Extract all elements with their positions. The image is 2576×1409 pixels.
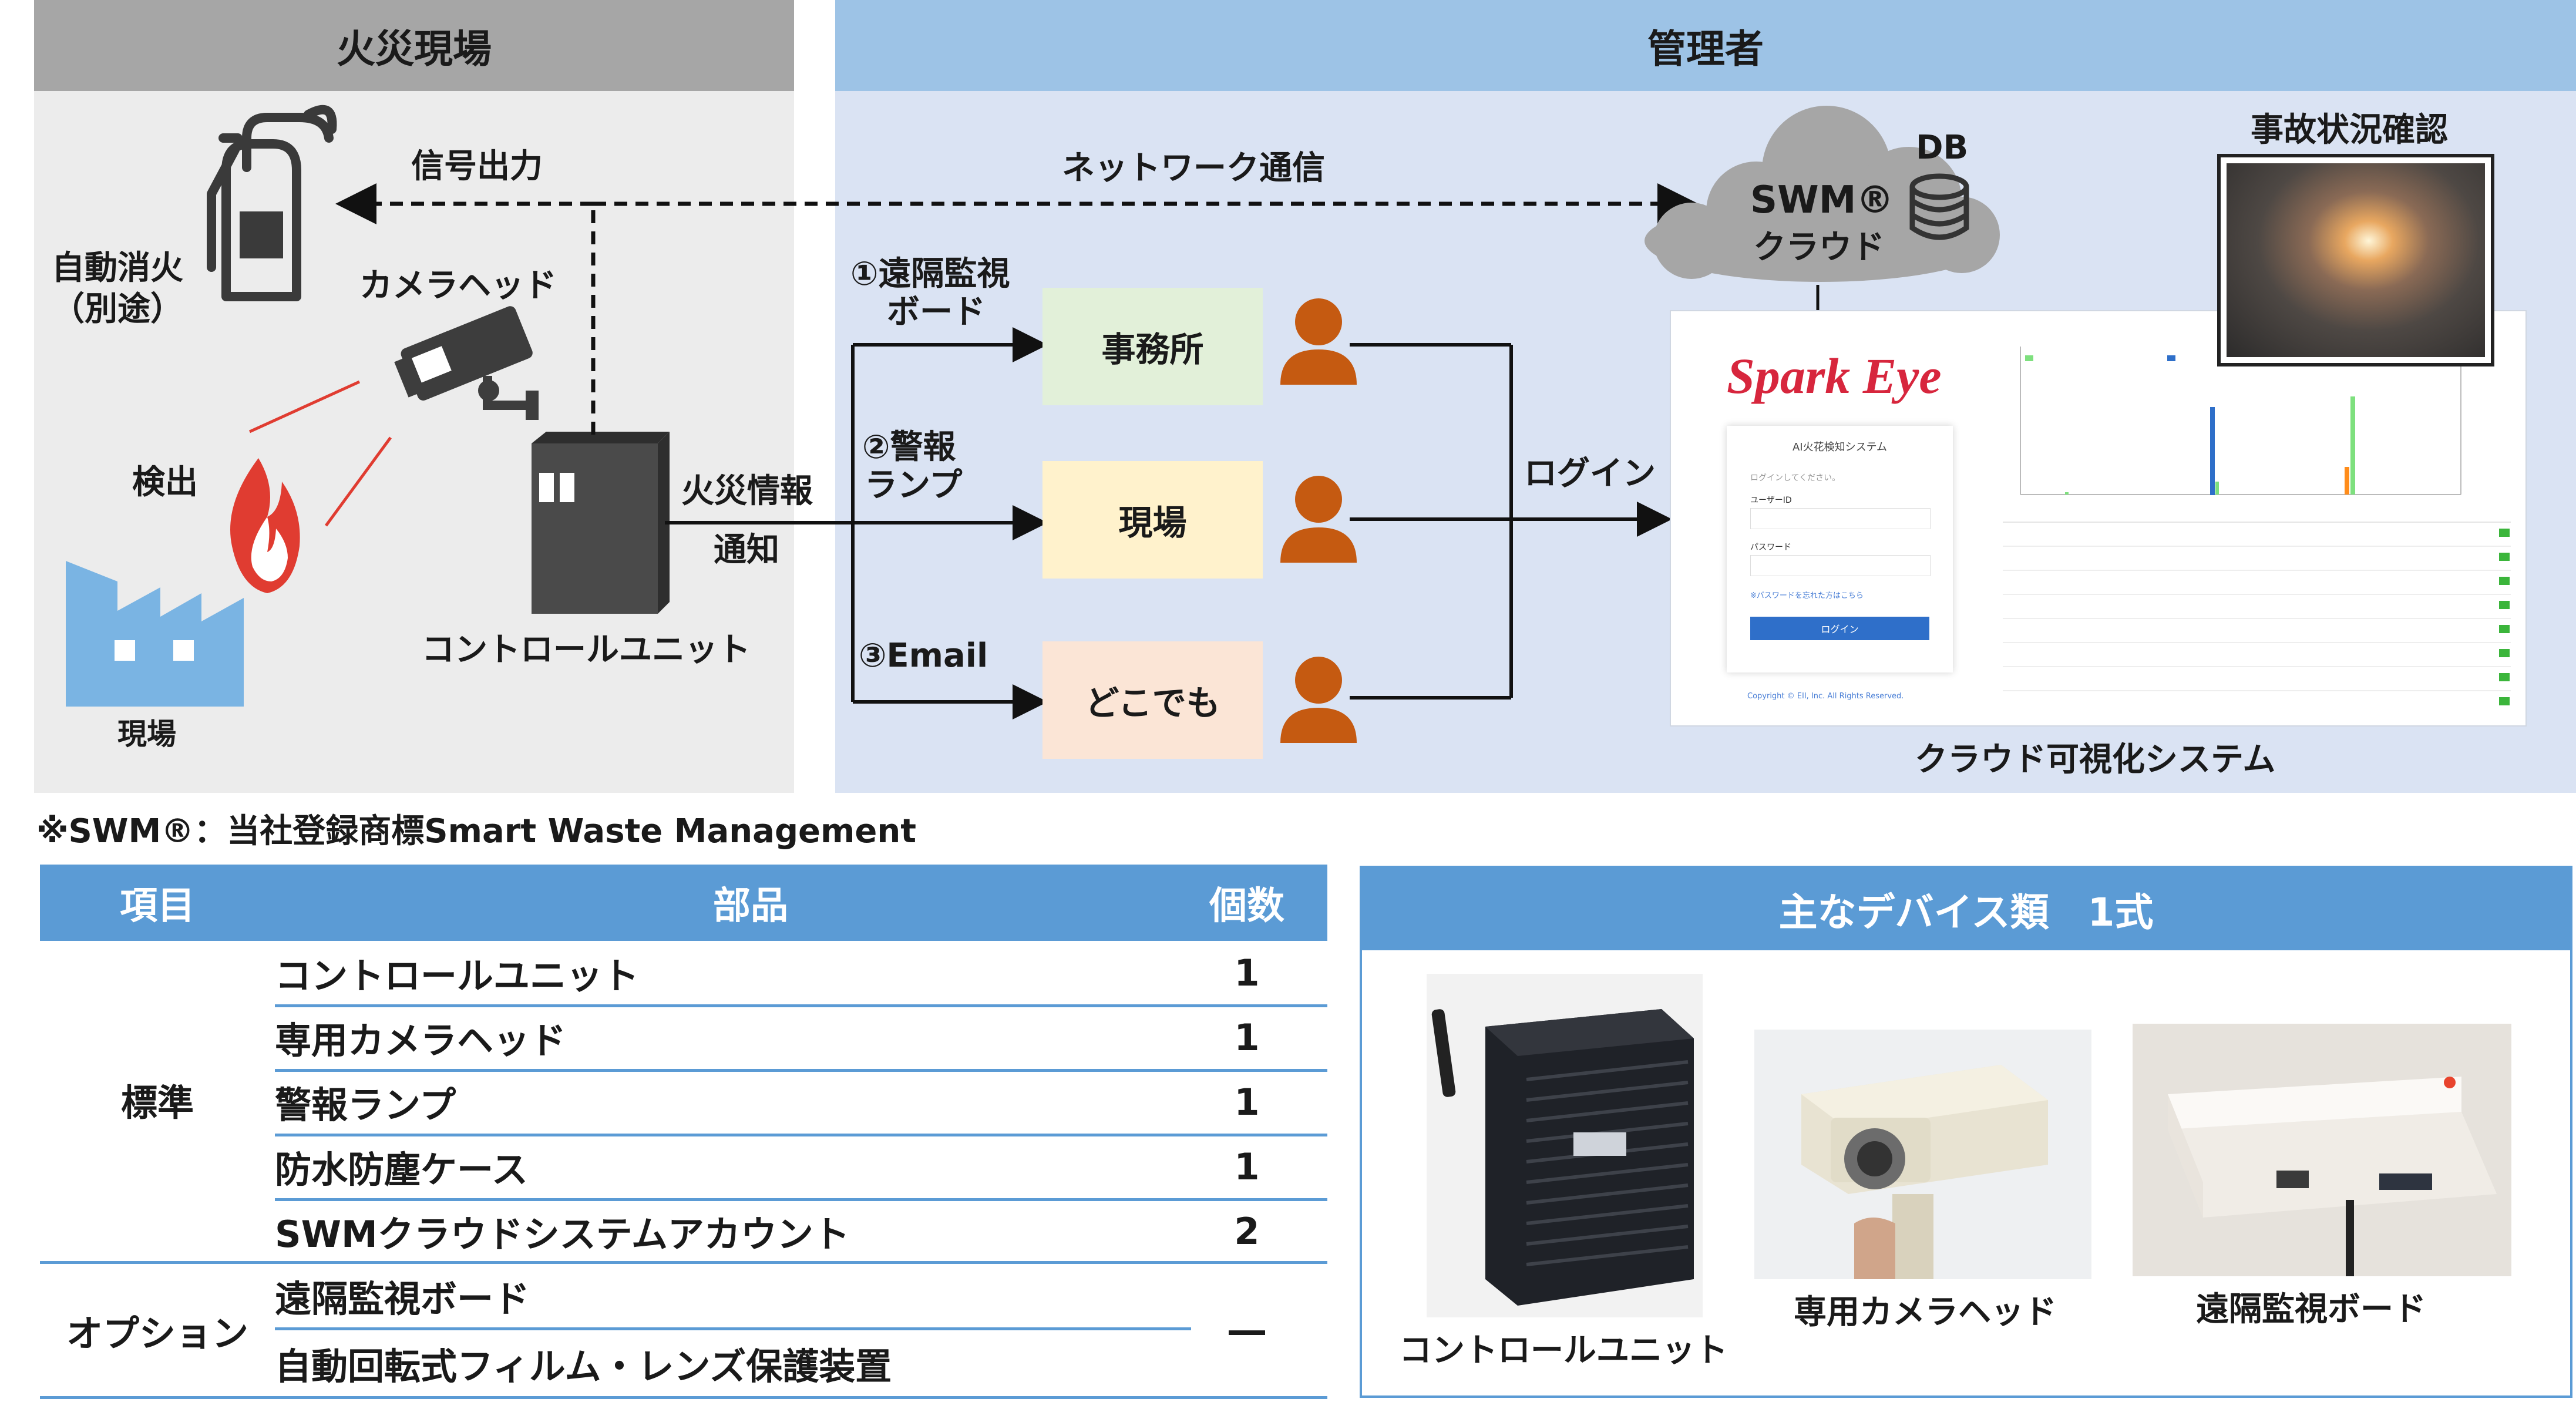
swm-label-2: クラウド <box>1753 228 1885 267</box>
flow-diagram <box>66 105 2483 743</box>
copyright-text: Copyright © EII, Inc. All Rights Reserve… <box>1747 692 1904 701</box>
camera-head-icon <box>394 306 539 420</box>
password-input[interactable] <box>1750 555 1931 576</box>
login-title: AI火花検知システム <box>1792 441 1888 453</box>
part-name: 警報ランプ <box>275 1084 456 1126</box>
login-hint: ログインしてください。 <box>1750 473 1841 483</box>
devices-title: 主なデバイス類 1式 <box>1362 868 2570 950</box>
header-category: 項目 <box>120 885 195 928</box>
password-label: パスワード <box>1750 543 1791 552</box>
extinguisher-label-2: （別途） <box>52 290 183 328</box>
factory-icon <box>66 561 244 707</box>
route2-label-2: ランプ <box>865 466 963 505</box>
mini-table <box>2003 522 2511 715</box>
detect-label: 検出 <box>132 463 198 502</box>
forgot-password-link[interactable]: ※パスワードを忘れた方はこちら <box>1750 591 1864 600</box>
fire-info-label-1: 火災情報 <box>681 472 813 510</box>
footnote: ※SWM®：当社登録商標Smart Waste Management <box>36 812 916 850</box>
header-part: 部品 <box>713 885 788 928</box>
category-standard: 標準 <box>120 1081 194 1124</box>
fire-icon <box>230 458 300 593</box>
control-unit-icon <box>532 432 670 614</box>
table-header <box>40 865 1327 941</box>
extinguisher-label-icon <box>240 211 283 258</box>
person-icon <box>1280 476 1357 563</box>
route1-label-2: ボード <box>887 293 986 331</box>
admin-header: 管理者 <box>835 0 2576 91</box>
part-name: SWMクラウドシステムアカウント <box>275 1213 850 1256</box>
route3-label: ③Email <box>859 637 988 675</box>
login-card: AI火花検知システム ログインしてください。 ユーザーID パスワード ※パスワ… <box>1727 426 1953 672</box>
database-icon <box>1909 173 1969 240</box>
part-name: 専用カメラヘッド <box>275 1019 567 1062</box>
devices-panel: 主なデバイス類 1式 <box>1360 866 2572 1398</box>
part-qty: 1 <box>1234 951 1260 994</box>
device-label-camera-head: 専用カメラヘッド <box>1794 1293 2057 1331</box>
part-qty: 1 <box>1234 1145 1260 1188</box>
person-icon <box>1280 298 1357 385</box>
camera-head-photo <box>1754 1030 2091 1279</box>
detect-line <box>248 380 361 433</box>
spark-eye-logo: Spark Eye <box>1727 348 1942 404</box>
extinguisher-icon <box>207 105 337 301</box>
part-name: コントロールユニット <box>275 954 640 997</box>
control-unit-photo <box>1427 974 1703 1317</box>
part-qty: 1 <box>1234 1080 1260 1124</box>
option-qty: ― <box>1229 1309 1265 1351</box>
fire-info-label-2: 通知 <box>714 531 779 569</box>
part-name: 防水防塵ケース <box>275 1148 528 1191</box>
extinguisher-label-1: 自動消火 <box>52 249 183 287</box>
camera-head-label: カメラヘッド <box>359 267 557 305</box>
table-bottom <box>40 1396 1327 1399</box>
cloud-icon <box>1645 106 2000 282</box>
user-id-label: ユーザーID <box>1750 496 1792 505</box>
part-name: 自動回転式フィルム・レンズ保護装置 <box>275 1345 892 1388</box>
part-name: 遠隔監視ボード <box>275 1277 530 1320</box>
cloud-system-label: クラウド可視化システム <box>1915 741 2276 779</box>
accident-image <box>2217 154 2494 366</box>
device-label-control-unit: コントロールユニット <box>1399 1331 1728 1370</box>
header-qty: 個数 <box>1209 885 1284 928</box>
detect-line <box>324 436 392 527</box>
accident-label: 事故状況確認 <box>2251 111 2448 149</box>
site-label: 現場 <box>117 717 176 751</box>
category-option: オプション <box>66 1312 248 1355</box>
network-label: ネットワーク通信 <box>1062 149 1325 187</box>
group-divider <box>40 1261 1327 1264</box>
site-box: 現場 <box>1042 461 1263 579</box>
cloud-system-screenshot: Spark Eye AI火花検知システム ログインしてください。 ユーザーID … <box>1671 311 2525 725</box>
route2-label-1: ②警報 <box>862 428 956 466</box>
db-label: DB <box>1916 129 1969 167</box>
part-qty: 1 <box>1234 1015 1260 1059</box>
swm-label-1: SWM® <box>1750 179 1894 222</box>
part-qty: 2 <box>1234 1209 1260 1253</box>
anywhere-box: どこでも <box>1042 641 1263 759</box>
device-label-remote-board: 遠隔監視ボード <box>2196 1290 2426 1329</box>
person-icon <box>1280 657 1357 743</box>
remote-board-photo <box>2133 1024 2511 1276</box>
office-box: 事務所 <box>1042 288 1263 405</box>
login-label: ログイン <box>1524 455 1656 493</box>
route1-label-1: ①遠隔監視 <box>850 255 1010 293</box>
control-unit-label: コントロールユニット <box>422 631 751 669</box>
parts-table: 項目 部品 個数 標準 コントロールユニット 1 専用カメラヘッド 1 警報ラン… <box>40 865 1327 1400</box>
signal-output-label: 信号出力 <box>411 147 543 186</box>
user-id-input[interactable] <box>1750 508 1931 529</box>
fire-site-header: 火災現場 <box>34 0 794 91</box>
login-button[interactable]: ログイン <box>1750 617 1929 640</box>
